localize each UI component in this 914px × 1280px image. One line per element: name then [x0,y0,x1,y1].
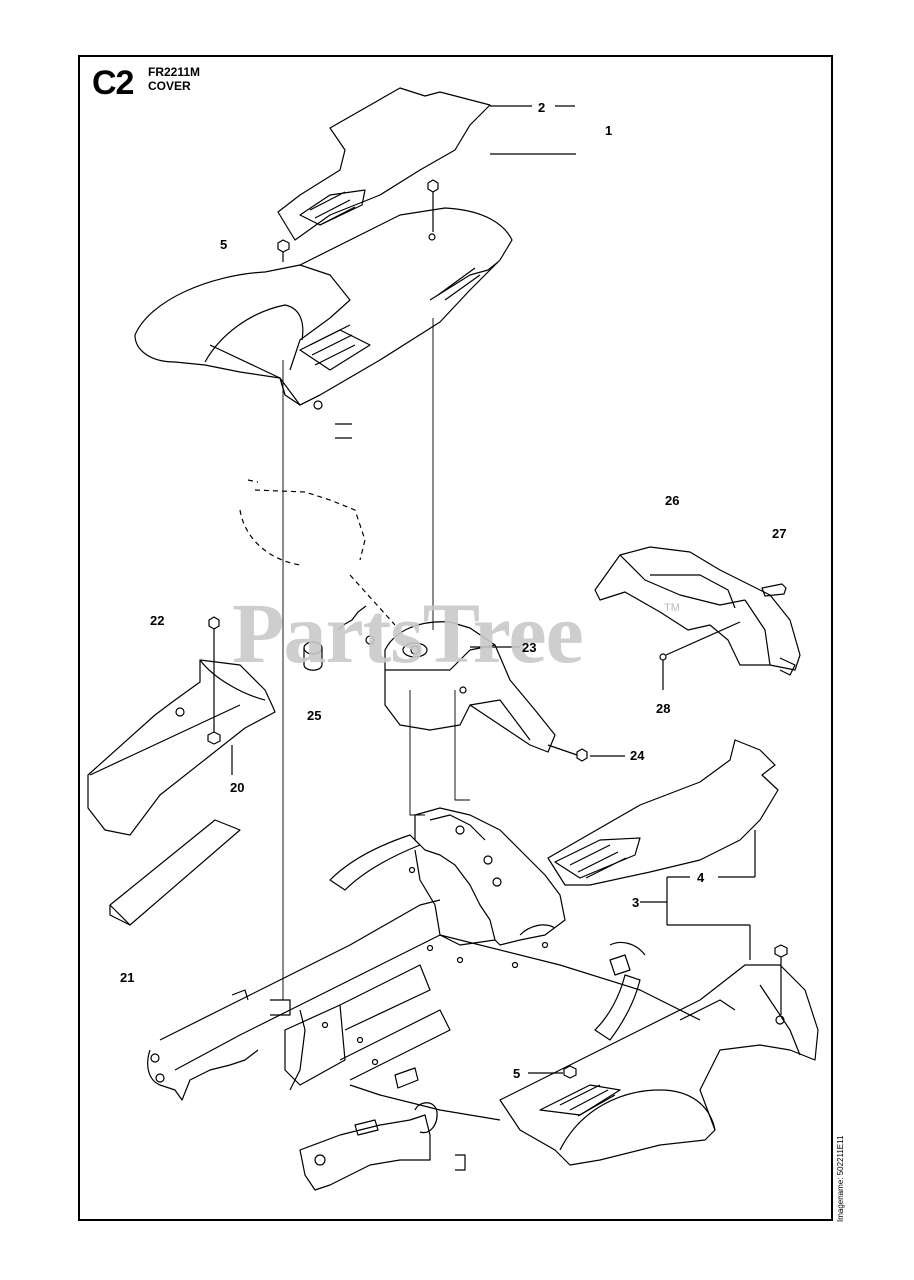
hidden-parts-dashed [239,479,396,626]
part-27-bolt [761,583,787,597]
part-20-side-plate [87,616,276,836]
part-5-screw-lower [528,1065,577,1079]
callout-28: 28 [656,701,671,716]
callout-21: 21 [120,970,135,985]
callout-23: 23 [522,640,537,655]
screw-5-top [277,179,439,262]
callout-3: 3 [632,895,640,910]
part-28-nut [659,621,741,690]
callout-25: 25 [307,708,322,723]
callout-20: 20 [230,780,245,795]
part-24-screw [547,744,588,762]
callout-1: 1 [605,123,613,138]
part-3-lower-fender-cover [499,944,819,1166]
diagram-frame [78,55,833,1221]
part-25-plug [303,641,323,671]
part-21-floor-strip [109,819,241,926]
callout-22: 22 [150,613,165,628]
guide-lines [282,318,470,1000]
part-1-upper-fender-cover [134,207,513,410]
model-number: FR2211M [148,65,201,79]
diagram-title: COVER [148,79,191,93]
callout-24: 24 [630,748,645,763]
spring [337,605,367,631]
callout-5-top: 5 [220,237,228,252]
callout-5-bottom: 5 [513,1066,521,1081]
part-26-rear-cover [594,546,801,676]
part-4-lower-cover-plate [547,739,779,886]
callout-4: 4 [697,870,705,885]
frame-holes [321,866,549,1066]
chassis-frame [147,807,701,1191]
leader-3-4 [640,830,756,960]
trademark-mark: TM [664,602,680,614]
part-2-upper-cover-plate [277,87,491,241]
callout-26: 26 [665,493,680,508]
callout-27: 27 [772,526,787,541]
callout-2: 2 [538,100,546,115]
image-reference: Imagename: 502211E11 [836,1135,845,1222]
section-code: C2 [92,64,134,102]
partstree-watermark: PartsTree [232,585,584,681]
